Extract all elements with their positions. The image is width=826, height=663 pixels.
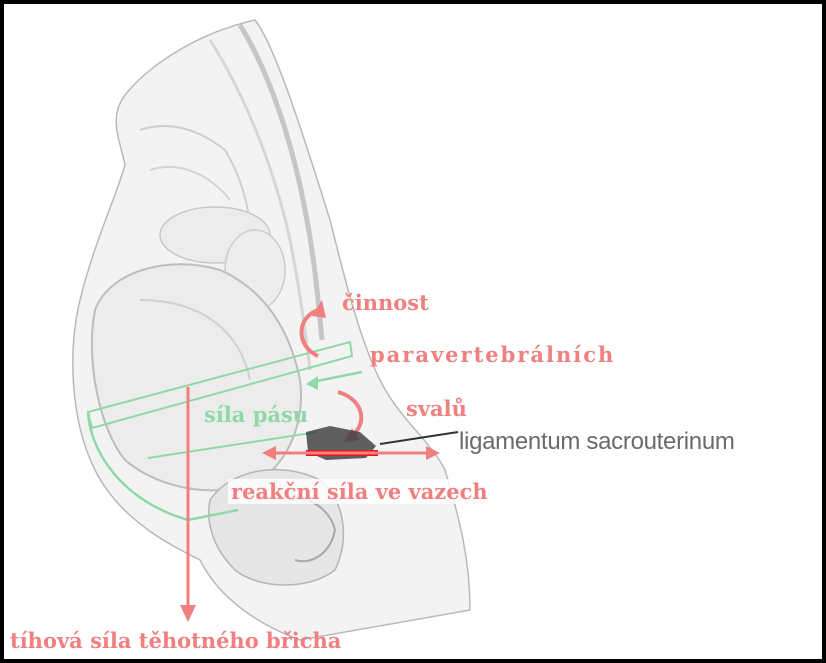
label-sila-pasu: síla pásu [204, 402, 308, 427]
label-reakcni-sila: reakční síla ve vazech [228, 479, 491, 504]
label-svalu: svalů [406, 396, 467, 421]
label-tihova-sila: tíhová síla těhotného břicha [10, 628, 341, 653]
gravity-arrowhead [180, 605, 196, 622]
label-paravertebralnich: paravertebrálních [370, 342, 615, 367]
label-cinnost: činnost [342, 290, 429, 315]
label-ligamentum-sacrouterinum: ligamentum sacrouterinum [459, 428, 735, 456]
